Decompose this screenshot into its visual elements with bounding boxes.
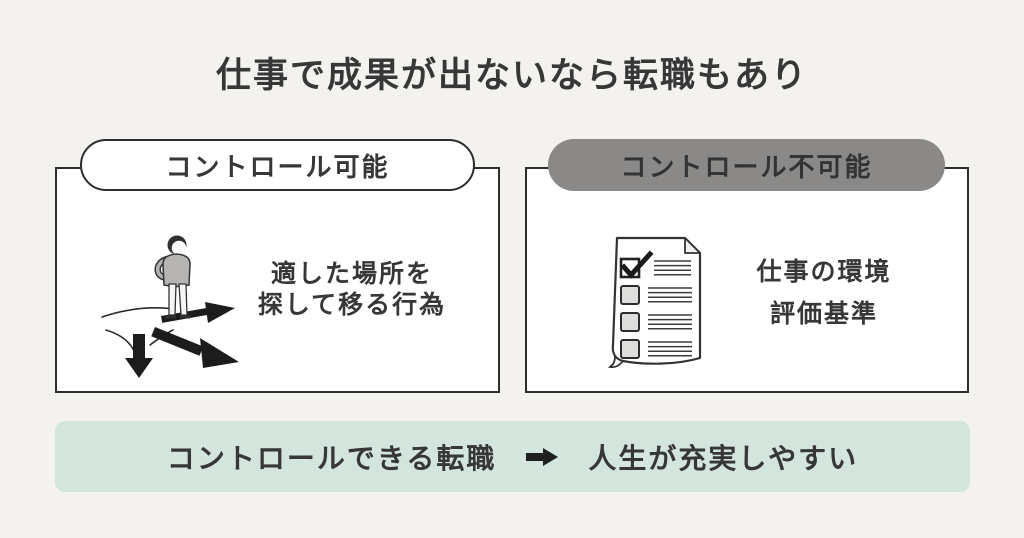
conclusion-banner: コントロールできる転職 人生が充実しやすい	[55, 421, 970, 492]
right-arrow-icon	[524, 445, 560, 469]
checklist-icon	[607, 236, 702, 369]
conclusion-lead: コントロールできる転職	[166, 442, 497, 474]
controllable-pill: コントロール可能	[80, 139, 475, 191]
page-title: 仕事で成果が出ないなら転職もあり	[215, 56, 808, 95]
controllable-card: 適した場所を 探して移る行為	[55, 167, 500, 393]
controllable-pill-label: コントロール可能	[165, 151, 390, 182]
uncontrollable-description: 仕事の環境 評価基準	[712, 251, 936, 335]
controllable-line-2: 探して移る行為	[257, 291, 447, 319]
controllable-line-1: 適した場所を	[270, 260, 433, 288]
uncontrollable-line-1: 仕事の環境	[756, 258, 892, 286]
uncontrollable-line-2: 評価基準	[769, 300, 878, 328]
controllable-description: 適した場所を 探して移る行為	[227, 259, 477, 321]
uncontrollable-card: 仕事の環境 評価基準	[525, 167, 969, 393]
uncontrollable-pill: コントロール不可能	[548, 139, 945, 191]
person-at-crossroads-icon	[101, 235, 239, 378]
uncontrollable-pill-label: コントロール不可能	[620, 151, 873, 182]
conclusion-result: 人生が充実しやすい	[588, 442, 859, 474]
